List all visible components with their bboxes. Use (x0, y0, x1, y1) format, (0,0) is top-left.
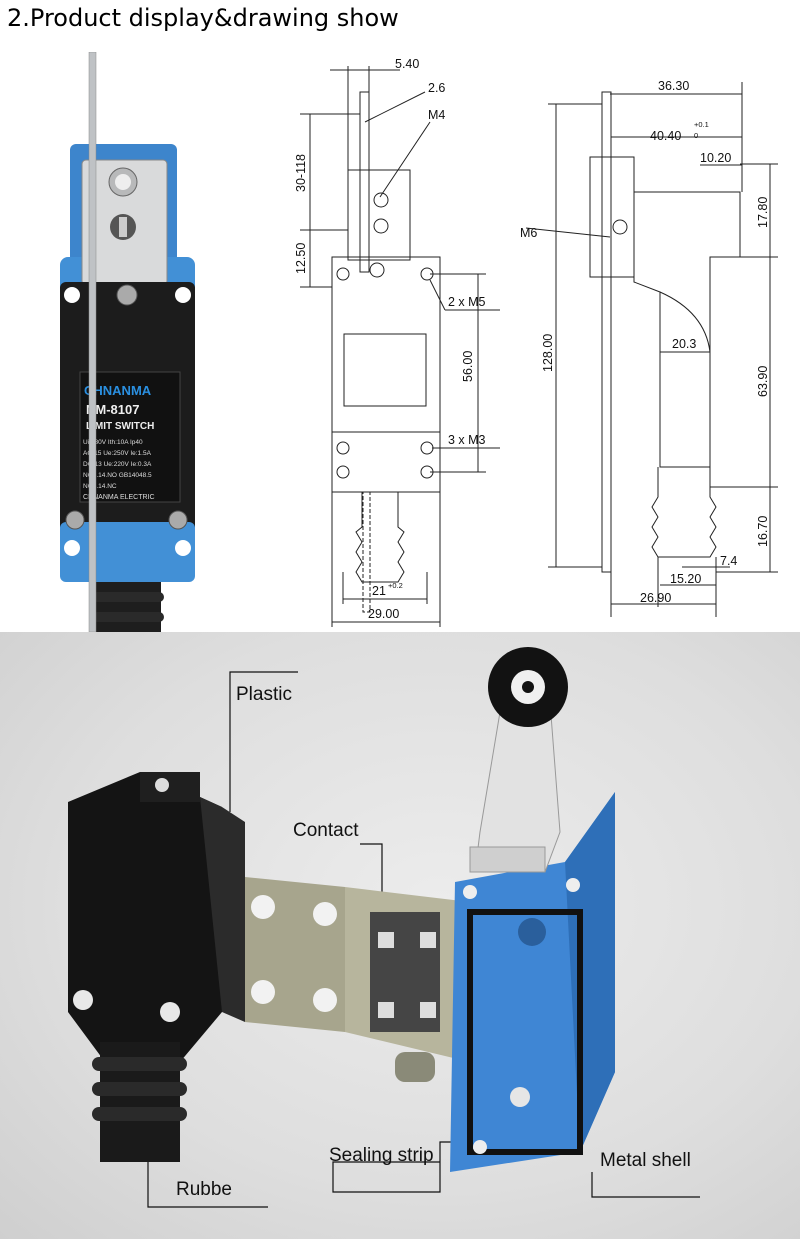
product-photo: CHNANMA NM-8107 LIMIT SWITCH Ui:380V Ith… (0, 51, 280, 642)
dim-3xm3: 3 x M3 (448, 433, 486, 447)
dim-2-6: 2.6 (428, 81, 445, 95)
dim-20-3: 20.3 (672, 337, 696, 351)
dim-15-20: 15.20 (670, 572, 701, 586)
dim-16-70: 16.70 (756, 516, 770, 547)
dim-63-90: 63.90 (756, 366, 770, 397)
metal-shell (450, 792, 615, 1172)
dim-40-40-tol-up: +0.1 (694, 120, 709, 129)
label-rubbe: Rubbe (176, 1179, 232, 1200)
dim-21: 21 (372, 584, 386, 598)
dim-29-00: 29.00 (368, 607, 399, 621)
technical-drawing: 5.40 2.6 M4 30-118 12.50 2 x M5 56.00 3 … (280, 52, 800, 632)
spec-line-5: NO3.14.NC (83, 483, 117, 490)
exploded-illustration (68, 647, 700, 1208)
plastic-housing (68, 772, 245, 1162)
contact-block (245, 877, 470, 1082)
dim-56-00: 56.00 (461, 351, 475, 382)
spec-line-3: DC-13 Ue:220V Ie:0.3A (83, 461, 152, 468)
dim-26-90: 26.90 (640, 591, 671, 605)
type-text: LIMIT SWITCH (86, 421, 154, 432)
dim-m4: M4 (428, 108, 445, 122)
dim-21-tol: +0.2 (388, 581, 403, 590)
spec-line-2: AC-15 Ue:250V Ie:1.5A (83, 450, 152, 457)
dim-36-30: 36.30 (658, 79, 689, 93)
spec-line-4: NO3.14.NO GB14048.5 (83, 472, 152, 479)
dim-40-40: 40.40 (650, 129, 681, 143)
header-bar: 2.Product display&drawing show (0, 0, 800, 52)
label-contact: Contact (293, 820, 359, 841)
dim-m6: M6 (520, 226, 537, 240)
page-title: 2.Product display&drawing show (7, 4, 399, 32)
brand-text: CHNANMA (84, 383, 152, 398)
dim-7-4: 7.4 (720, 554, 737, 568)
dim-12-50: 12.50 (294, 243, 308, 274)
dim-128-00: 128.00 (541, 334, 555, 372)
dim-10-20: 10.20 (700, 151, 731, 165)
limit-switch-photo: CHNANMA NM-8107 LIMIT SWITCH Ui:380V Ith… (60, 51, 195, 642)
dim-17-80: 17.80 (756, 197, 770, 228)
roller-lever (469, 647, 568, 873)
dim-2xm5: 2 x M5 (448, 295, 486, 309)
model-text: NM-8107 (86, 402, 139, 417)
dim-30-118: 30-118 (294, 154, 308, 192)
label-plastic: Plastic (236, 684, 292, 705)
actuator-rod (88, 51, 97, 633)
label-metal-shell: Metal shell (600, 1150, 691, 1171)
dimension-drawing: 5.40 2.6 M4 30-118 12.50 2 x M5 56.00 3 … (294, 57, 778, 627)
dim-5-40: 5.40 (395, 57, 419, 71)
exploded-view: Plastic Contact Sealing strip Metal shel… (0, 632, 800, 1239)
label-sealing-strip: Sealing strip (329, 1145, 434, 1166)
maker-text: CHNANMA ELECTRIC (83, 494, 155, 501)
spec-line-1: Ui:380V Ith:10A Ip40 (83, 439, 143, 446)
dim-40-40-tol-low: 0 (694, 131, 698, 140)
